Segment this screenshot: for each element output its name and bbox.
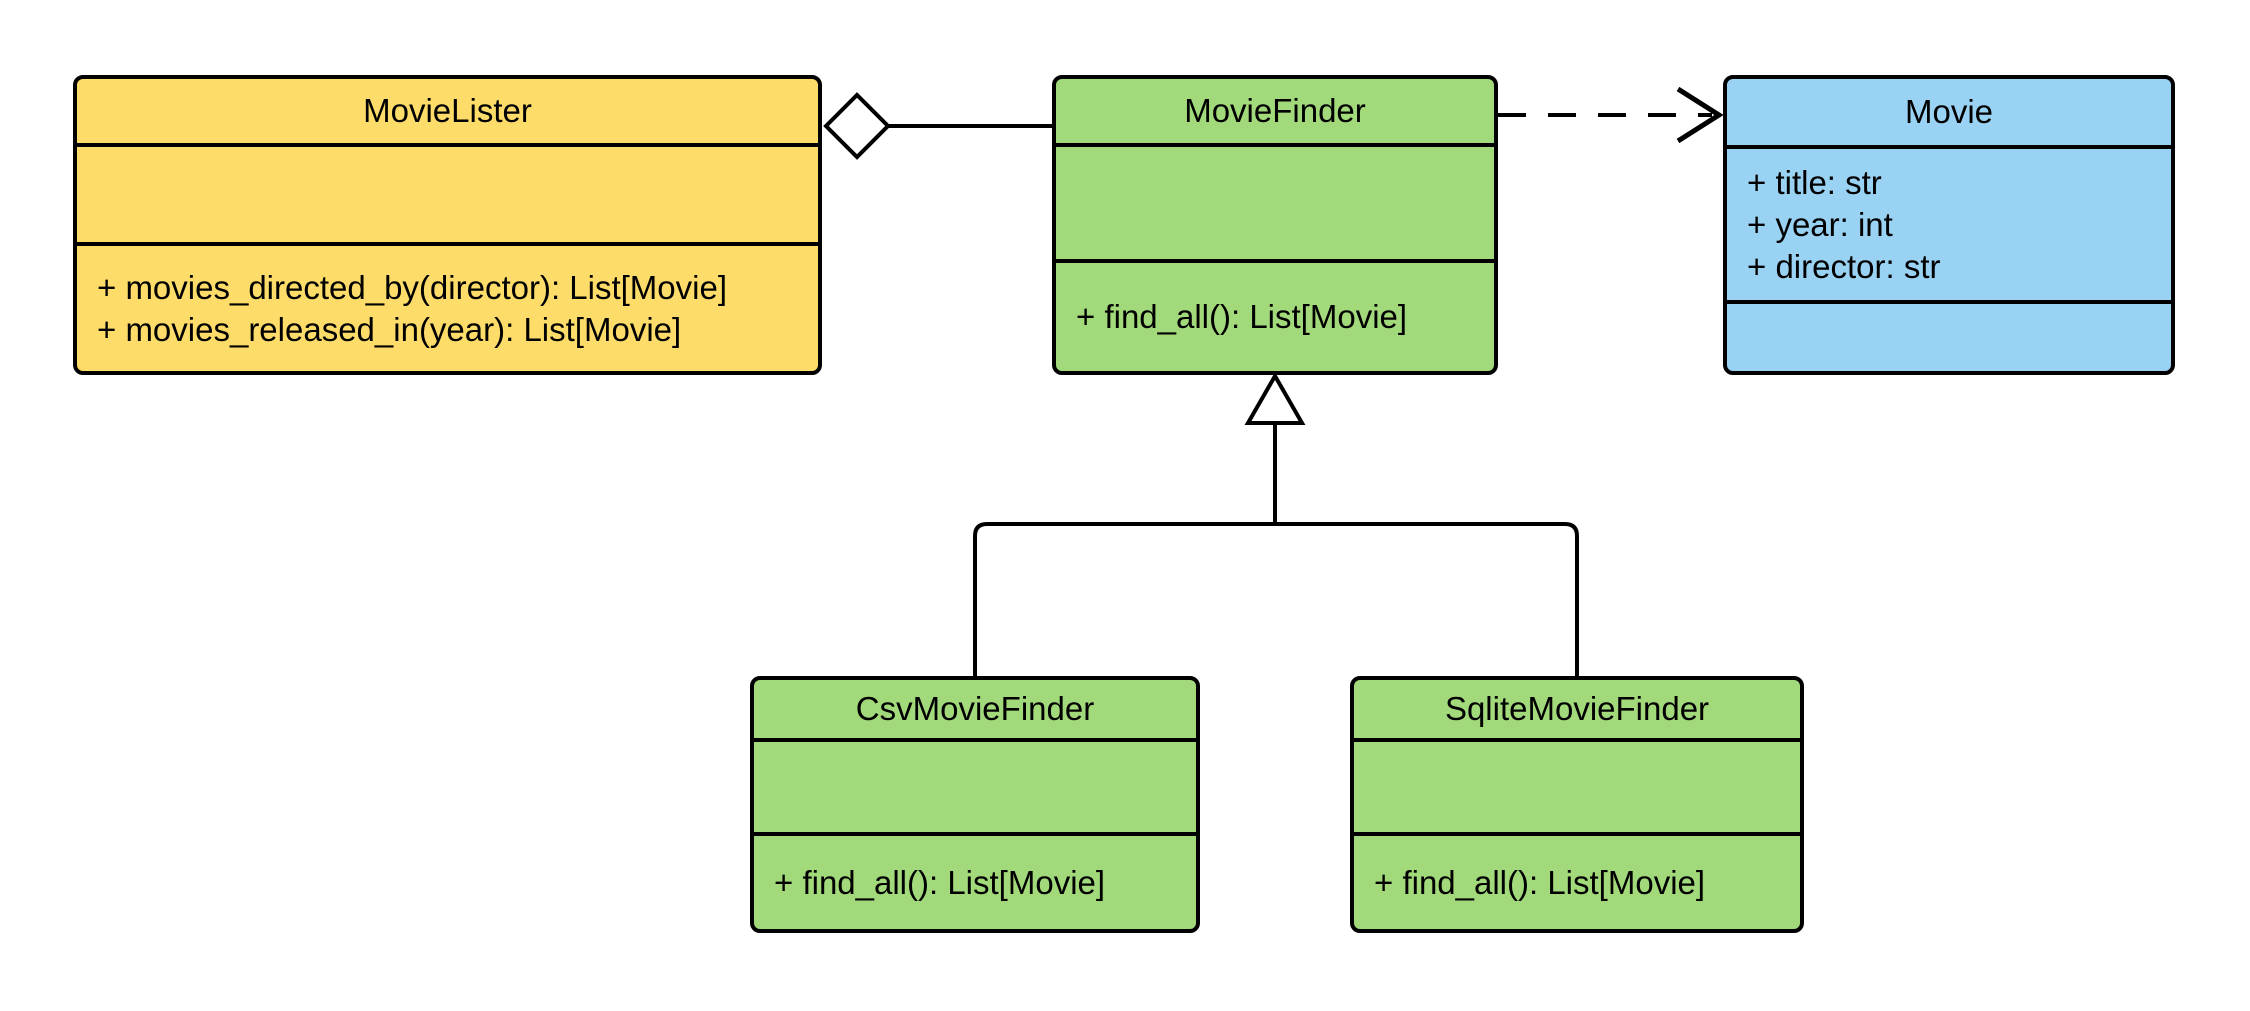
aggregation-diamond-icon (823, 92, 891, 160)
attributes-compartment (1056, 147, 1494, 263)
method: + find_all(): List[Movie] (774, 863, 1106, 901)
class-name: MovieFinder (1056, 79, 1494, 147)
methods-compartment: + find_all(): List[Movie] (754, 836, 1196, 929)
class-name: CsvMovieFinder (754, 680, 1196, 742)
class-name: SqliteMovieFinder (1354, 680, 1800, 742)
attributes-compartment (1354, 742, 1800, 836)
method: + find_all(): List[Movie] (1374, 863, 1706, 901)
generalization-connector-lines (973, 423, 1579, 676)
method: + movies_released_in(year): List[Movie] (97, 310, 682, 348)
generalization-triangle-icon (1244, 371, 1306, 425)
method: + movies_directed_by(director): List[Mov… (97, 268, 727, 306)
class-box-csvmoviefinder: CsvMovieFinder + find_all(): List[Movie] (750, 676, 1200, 933)
attribute: + director: str (1747, 247, 1941, 285)
aggregation-movielister-moviefinder (823, 92, 1054, 160)
generalization-tree (973, 371, 1579, 676)
attributes-compartment (754, 742, 1196, 836)
methods-compartment: + find_all(): List[Movie] (1056, 263, 1494, 371)
attribute: + year: int (1747, 205, 1893, 243)
class-name: MovieLister (77, 79, 818, 147)
dependency-open-arrowhead-icon (1676, 86, 1724, 144)
methods-compartment (1727, 304, 2171, 371)
class-name: Movie (1727, 79, 2171, 149)
attributes-compartment: + title: str + year: int + director: str (1727, 149, 2171, 304)
attributes-compartment (77, 147, 818, 246)
methods-compartment: + movies_directed_by(director): List[Mov… (77, 246, 818, 371)
class-box-movielister: MovieLister + movies_directed_by(directo… (73, 75, 822, 375)
class-box-sqlitemoviefinder: SqliteMovieFinder + find_all(): List[Mov… (1350, 676, 1804, 933)
dependency-moviefinder-movie (1498, 86, 1724, 144)
methods-compartment: + find_all(): List[Movie] (1354, 836, 1800, 929)
attribute: + title: str (1747, 163, 1882, 201)
class-box-moviefinder: MovieFinder + find_all(): List[Movie] (1052, 75, 1498, 375)
class-box-movie: Movie + title: str + year: int + directo… (1723, 75, 2175, 375)
method: + find_all(): List[Movie] (1076, 298, 1408, 335)
